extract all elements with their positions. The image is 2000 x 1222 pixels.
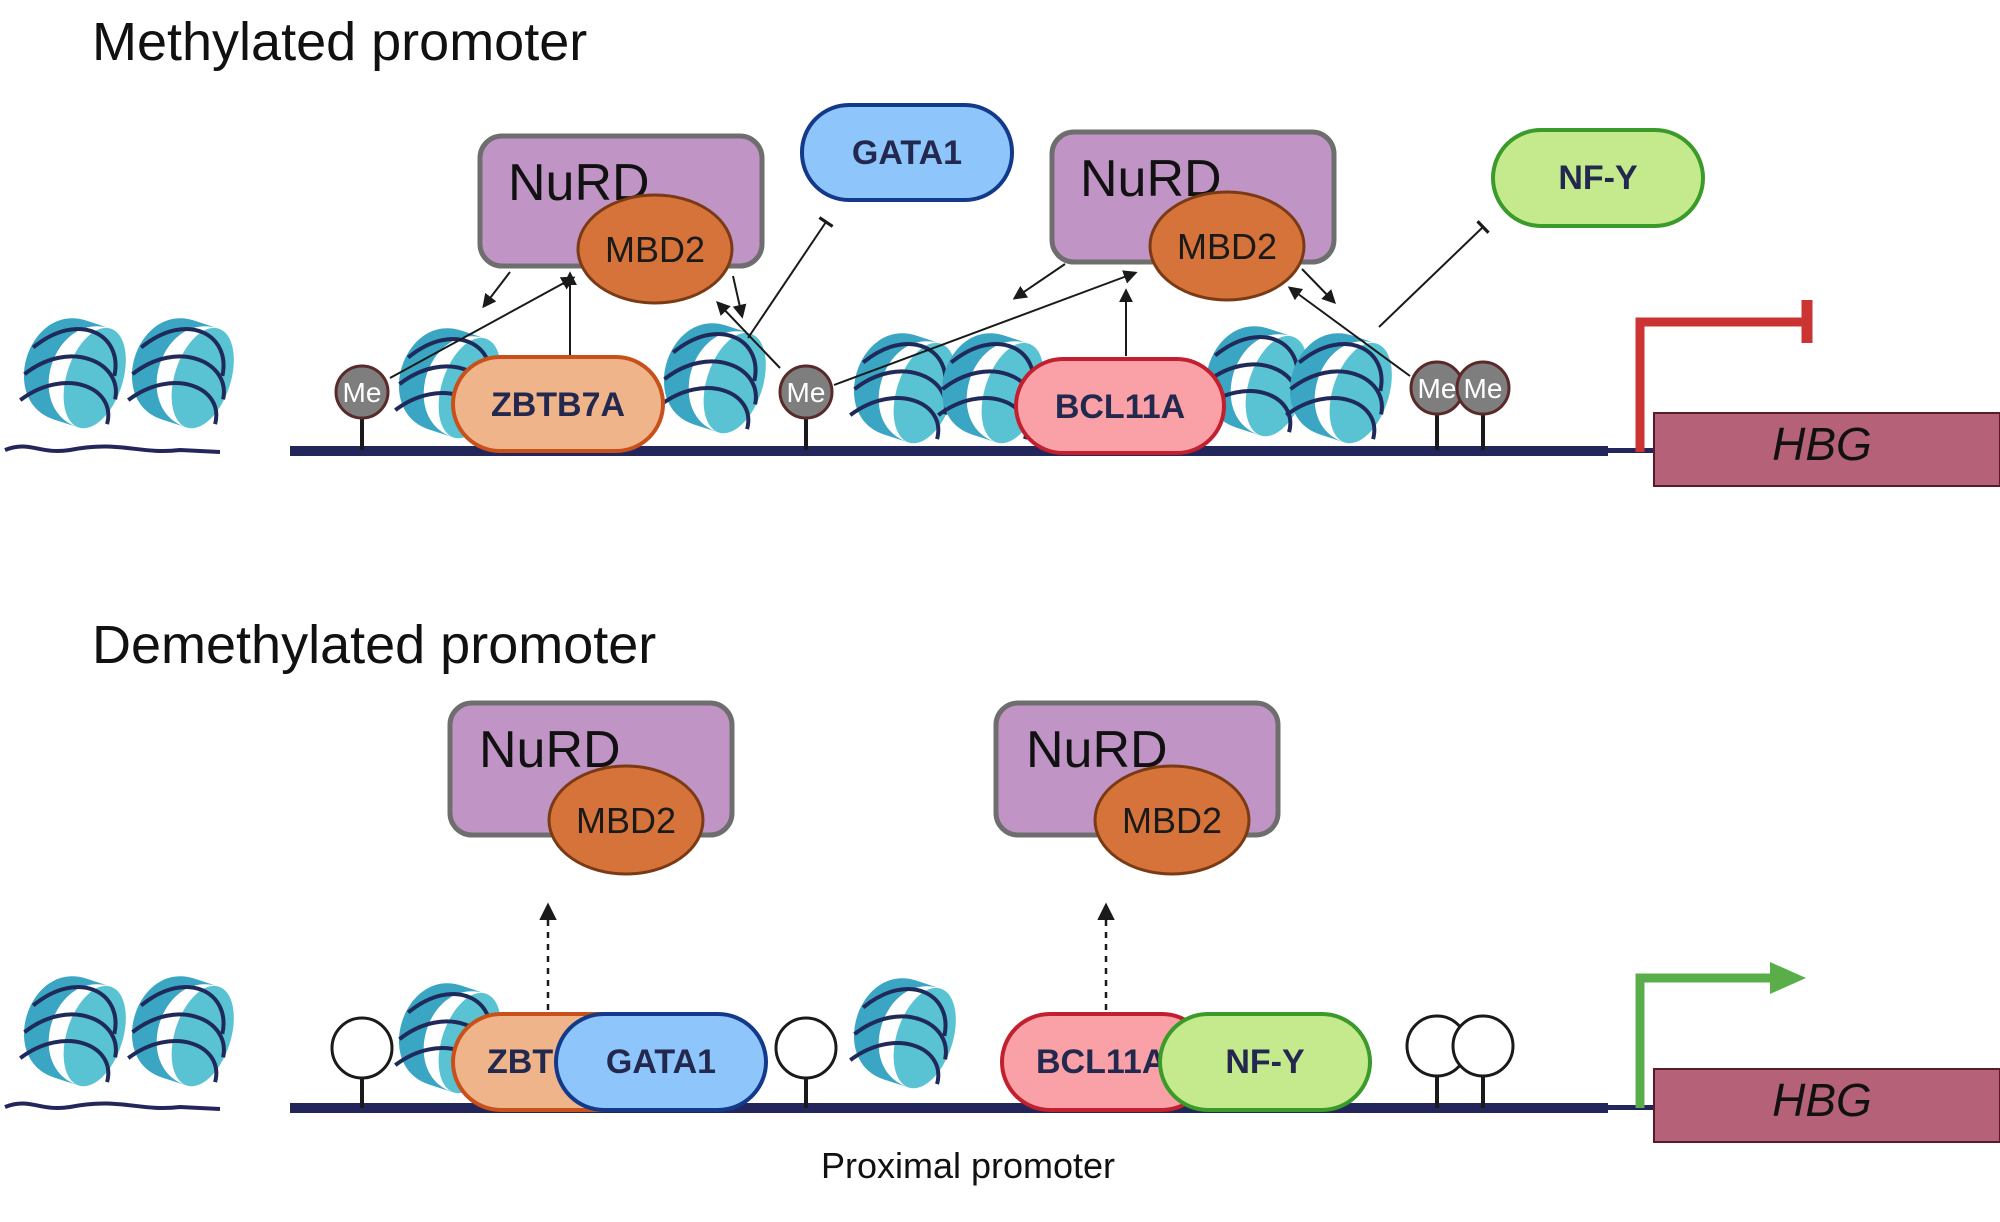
gene-label: HBG [1772,1074,1872,1126]
gene-label: HBG [1772,418,1872,470]
hbg-gene: HBG [1653,412,2000,487]
active-tss-arrow [1635,973,1772,1108]
mbd2-right: MBD2 [1093,764,1251,876]
nurd-complex-right: NuRD MBD2 [1049,129,1337,302]
nucleosome [117,304,248,439]
demethylated-panel: Demethylated promoter NuRD NuRD [4,615,2000,1186]
mbd2-label: MBD2 [1177,226,1277,267]
methyl-label: Me [787,377,826,408]
dna-strand-left [4,1101,221,1111]
nucleosome [9,962,140,1097]
nucleosome [117,962,248,1097]
unmethylated-cpg [330,1016,394,1108]
nucleosome [649,309,780,444]
nfy-factor: NF-Y [1158,1012,1372,1112]
mbd2-left: MBD2 [547,764,705,876]
demethylated-panel-title: Demethylated promoter [92,615,656,675]
methylated-panel-title: Methylated promoter [92,12,587,72]
gata1-label: GATA1 [606,1043,716,1081]
methyl-label: Me [1418,373,1457,404]
zbtb7a-factor: ZBTB7A [451,355,665,453]
bcl11a-factor: BCL11A [1000,1012,1212,1112]
unmethylated-cpg [774,1016,838,1108]
nfy-label: NF-Y [1558,159,1638,197]
bcl11a-label: BCL11A [1036,1043,1166,1081]
methyl-mark: Me [1455,360,1511,450]
nurd-complex-left: NuRD MBD2 [477,133,765,305]
methyl-label: Me [343,377,382,408]
mbd2-label: MBD2 [605,229,705,270]
methyl-mark: Me [778,364,834,450]
nfy-factor: NF-Y [1491,128,1705,228]
gata1-label: GATA1 [852,134,962,172]
mbd2-label: MBD2 [576,800,676,841]
dna-strand-tail [1608,448,1653,453]
dna-strand-tail [1608,1105,1653,1110]
dna-strand-left [4,444,221,454]
methylated-panel: Methylated promoter Me Me Me [4,12,2000,487]
bcl11a-label: BCL11A [1055,388,1185,426]
methyl-mark: Me [334,364,390,450]
unmethylated-cpg [1451,1014,1515,1108]
methyl-label: Me [1464,373,1503,404]
methyl-mark: Me [1409,360,1465,450]
dna-strand-promoter [290,1103,1608,1113]
nfy-label: NF-Y [1225,1043,1305,1081]
mbd2-label: MBD2 [1122,800,1222,841]
gata1-factor: GATA1 [554,1012,768,1112]
release-arrows [539,902,1115,1010]
hbg-gene: HBG [1653,1068,2000,1143]
gata1-factor: GATA1 [800,103,1014,202]
nucleosome [9,304,140,439]
zbtb7a-label: ZBT [487,1043,553,1081]
repressed-tss-arrow [1635,317,1804,452]
bcl11a-factor: BCL11A [1014,357,1226,455]
interaction-arrows [389,216,1490,386]
proximal-promoter-label: Proximal promoter [821,1145,1115,1186]
dna-strand-promoter [290,446,1608,456]
zbtb7a-label: ZBTB7A [491,386,625,424]
nucleosome [839,964,970,1099]
active-tss-arrowhead [1770,962,1806,994]
